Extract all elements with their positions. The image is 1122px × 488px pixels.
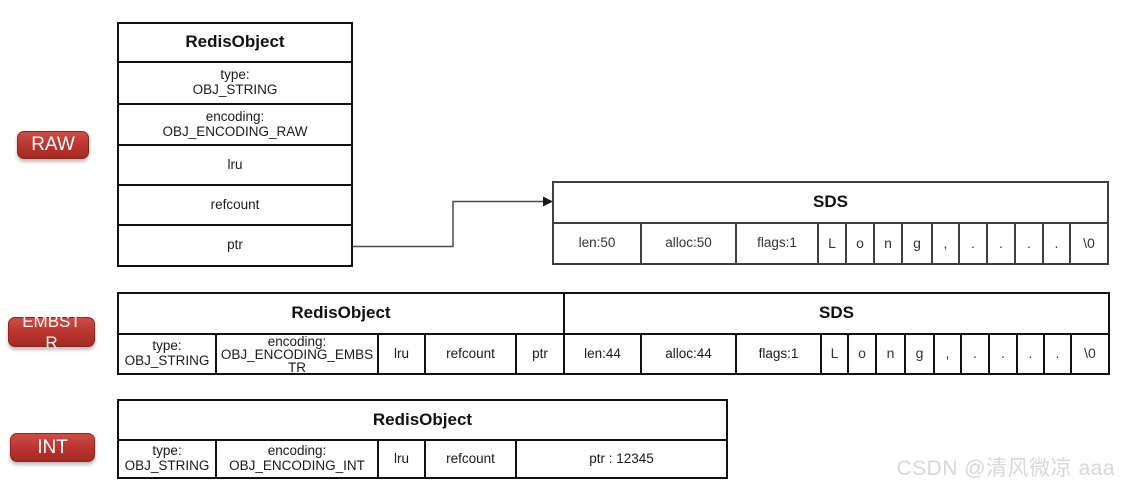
char-cell: . [988, 335, 1016, 373]
raw-redisobject-table: RedisObject type: OBJ_STRING encoding: O… [117, 22, 353, 267]
char-cell: n [873, 224, 901, 263]
raw-sds-table: SDS len:50 alloc:50 flags:1 L o n g , . … [552, 181, 1109, 265]
alloc-cell: alloc:50 [640, 224, 735, 263]
embstr-badge-label: EMBSTR [22, 312, 81, 352]
sds-title: SDS [813, 192, 848, 212]
encoding-cell: encoding: OBJ_ENCODING_RAW [162, 108, 308, 139]
table-row: type: OBJ_STRING [119, 61, 351, 103]
char-cell: . [960, 335, 988, 373]
raw-section-badge: RAW [17, 131, 89, 159]
table-row: type: OBJ_STRING encoding: OBJ_ENCODING_… [119, 439, 726, 477]
char-cell: , [933, 335, 960, 373]
null-terminator-cell: \0 [1069, 224, 1107, 263]
char-cell: . [1042, 224, 1069, 263]
flags-cell: flags:1 [735, 224, 817, 263]
len-cell: len:50 [578, 235, 616, 251]
table-row: RedisObject [119, 401, 726, 439]
table-row: SDS [554, 183, 1107, 222]
null-terminator-cell: \0 [1070, 335, 1108, 373]
char-cell: g [904, 335, 933, 373]
char-cell: , [931, 224, 958, 263]
type-cell: type: OBJ_STRING [192, 67, 278, 97]
char-cell: g [901, 224, 931, 263]
char-cell: . [1016, 335, 1043, 373]
int-section-badge: INT [10, 433, 95, 462]
refcount-cell: refcount [424, 441, 515, 477]
raw-badge-label: RAW [31, 134, 75, 155]
type-cell: type: OBJ_STRING [124, 443, 210, 473]
char-cell: . [986, 224, 1014, 263]
ptr-value-cell: ptr : 12345 [515, 441, 726, 477]
table-row: type: OBJ_STRING encoding: OBJ_ENCODING_… [119, 333, 1108, 373]
table-row: refcount [119, 184, 351, 224]
lru-cell: lru [227, 156, 243, 172]
char-cell: . [1014, 224, 1042, 263]
lru-cell: lru [377, 335, 424, 373]
char-cell: . [1043, 335, 1070, 373]
char-cell: L [820, 335, 847, 373]
refcount-cell: refcount [210, 196, 260, 212]
ptr-cell: ptr [227, 237, 243, 253]
redisobject-title: RedisObject [372, 409, 473, 429]
type-cell: type: OBJ_STRING [124, 338, 210, 368]
alloc-cell: alloc:44 [640, 335, 735, 373]
int-redisobject-table: RedisObject type: OBJ_STRING encoding: O… [117, 399, 728, 479]
lru-cell: lru [377, 441, 424, 477]
table-row: ptr [119, 224, 351, 265]
table-row: RedisObject SDS [119, 294, 1108, 333]
char-cell: . [958, 224, 986, 263]
sds-title: SDS [563, 294, 1108, 333]
flags-cell: flags:1 [735, 335, 820, 373]
redisobject-title: RedisObject [291, 303, 391, 323]
refcount-cell: refcount [424, 335, 515, 373]
table-row: len:50 alloc:50 flags:1 L o n g , . . . … [554, 222, 1107, 263]
embstr-combined-table: RedisObject SDS type: OBJ_STRING encodin… [117, 292, 1110, 375]
table-row: encoding: OBJ_ENCODING_RAW [119, 103, 351, 144]
table-row: RedisObject [119, 24, 351, 61]
csdn-watermark: CSDN @清风微凉 aaa [896, 457, 1115, 480]
len-cell: len:44 [563, 335, 640, 373]
encoding-cell: encoding: OBJ_ENCODING_INT [215, 441, 377, 477]
char-cell: L [817, 224, 845, 263]
encoding-cell: encoding: OBJ_ENCODING_EMBSTR [215, 335, 377, 373]
int-badge-label: INT [37, 436, 68, 458]
ptr-cell: ptr [515, 335, 563, 373]
redisobject-title: RedisObject [185, 32, 285, 52]
char-cell: n [875, 335, 904, 373]
char-cell: o [847, 335, 875, 373]
table-row: lru [119, 144, 351, 184]
embstr-section-badge: EMBSTR [8, 312, 95, 352]
char-cell: o [845, 224, 873, 263]
